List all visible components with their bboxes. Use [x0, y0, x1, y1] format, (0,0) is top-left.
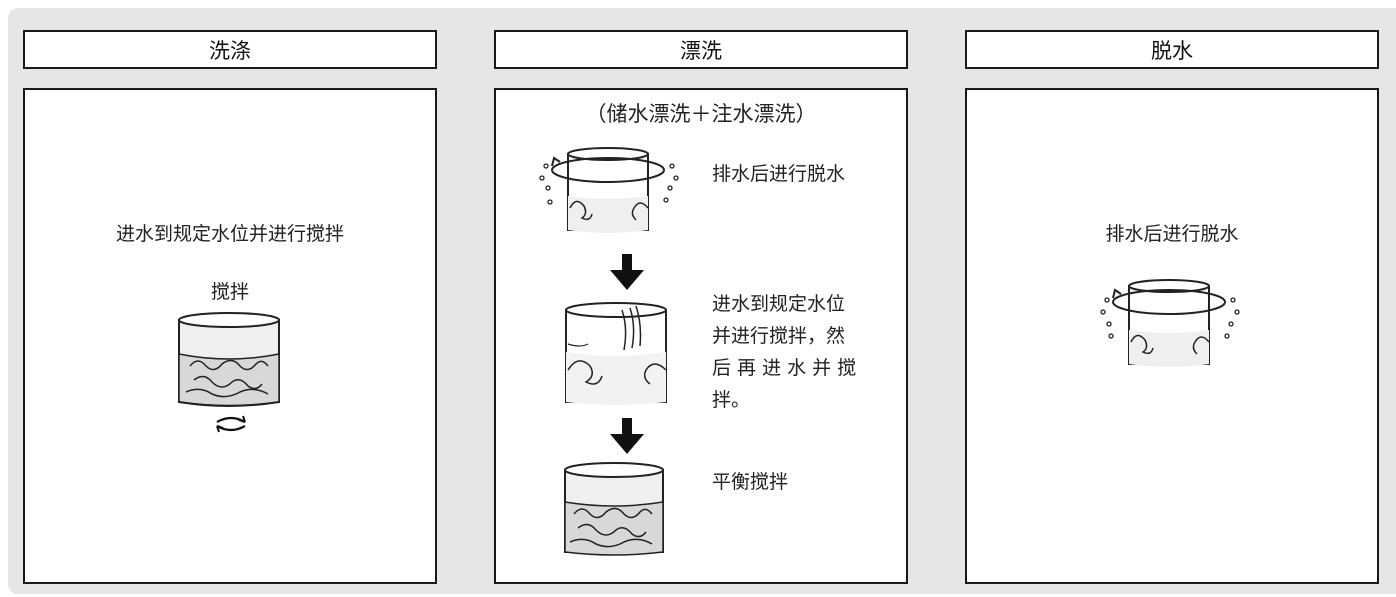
- wash-panel: 进水到规定水位并进行搅拌 搅拌: [23, 88, 437, 584]
- washing-tub-icon: [178, 312, 280, 407]
- washing-tub-icon: [551, 147, 665, 233]
- rinse-step-3-line: 平衡搅拌: [712, 471, 789, 493]
- down-arrow-icon: [610, 254, 644, 290]
- rinse-step-2-text: 进水到规定水位 并进行搅拌，然 后 再 进 水 并 搅 拌。: [712, 288, 856, 416]
- rinse-step-3-text: 平衡搅拌: [712, 466, 788, 498]
- washing-tub-icon: [564, 462, 664, 556]
- water-drops-icon: [1100, 297, 1114, 339]
- wash-step-label: 搅拌: [210, 281, 249, 303]
- diagram-background: 洗涤 进水到规定水位并进行搅拌 搅拌 漂洗 （储水漂洗＋注水漂洗）: [8, 8, 1396, 594]
- rinse-step-2-line: 进水到规定水位: [712, 293, 846, 315]
- spin-description: 排水后进行脱水: [1105, 223, 1239, 245]
- water-drops-icon: [663, 163, 679, 203]
- washing-tub-icon: [1112, 279, 1226, 367]
- rinse-subtitle: （储水漂洗＋注水漂洗）: [585, 102, 817, 126]
- rinse-step-2-line: 并进行搅拌，然: [712, 325, 846, 347]
- washing-tub-icon: [565, 302, 667, 405]
- water-drops-icon: [539, 163, 553, 205]
- rinse-header: 漂洗: [494, 30, 908, 69]
- down-arrow-icon: [610, 418, 644, 454]
- rinse-panel: （储水漂洗＋注水漂洗） 排水后进行脱水: [494, 88, 908, 584]
- wash-description: 进水到规定水位并进行搅拌: [115, 223, 344, 245]
- wash-header-label: 洗涤: [209, 38, 251, 63]
- spin-header: 脱水: [965, 30, 1379, 69]
- spin-panel: 排水后进行脱水: [965, 88, 1379, 584]
- spin-header-label: 脱水: [1151, 38, 1193, 63]
- rinse-step-2-line: 后 再 进 水 并 搅: [712, 357, 857, 379]
- rinse-step-1-text: 排水后进行脱水: [712, 158, 845, 190]
- rinse-step-1-line: 排水后进行脱水: [712, 163, 846, 185]
- rinse-step-2-line: 拌。: [712, 389, 751, 411]
- water-drops-icon: [1224, 297, 1240, 339]
- rinse-header-label: 漂洗: [680, 38, 722, 63]
- rotation-icon: [216, 415, 246, 433]
- wash-header: 洗涤: [23, 30, 437, 69]
